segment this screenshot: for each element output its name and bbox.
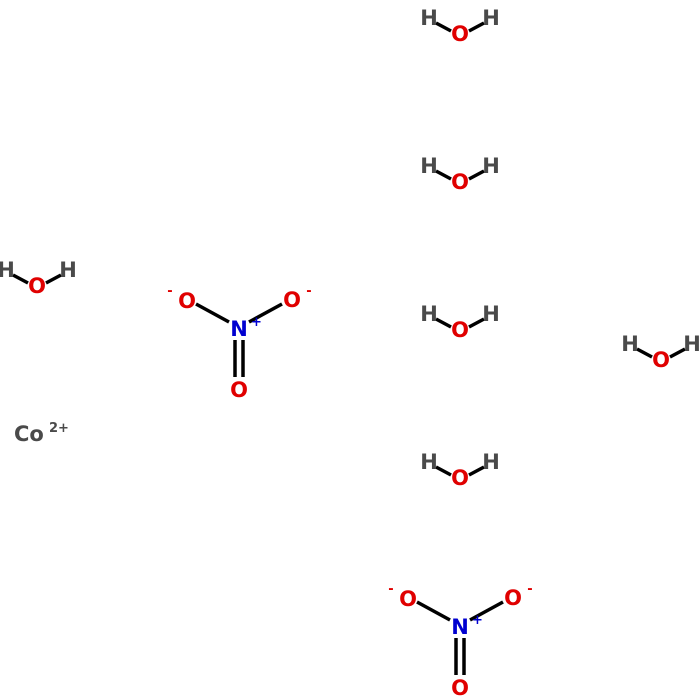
water-molecule: OH H — [420, 6, 500, 46]
cobalt-atom: Co — [14, 422, 44, 446]
water-molecule: OH H — [420, 450, 500, 490]
hydrogen-atom: H — [420, 154, 438, 178]
bond — [669, 347, 686, 359]
hydrogen-atom: H — [482, 154, 500, 178]
hydrogen-atom: H — [420, 450, 438, 474]
hydrogen-atom: H — [59, 258, 77, 282]
negative-charge: - — [167, 284, 172, 299]
cobalt-ion: Co 2+ — [14, 421, 69, 446]
bond — [468, 317, 485, 329]
nitrogen-atom: N — [451, 615, 469, 639]
nitrogen-atom: N — [230, 317, 248, 341]
negative-charge: - — [306, 284, 311, 299]
water-molecule: OH H — [420, 302, 500, 342]
hydrogen-atom: H — [621, 332, 639, 356]
bond — [435, 465, 452, 477]
oxygen-atom: O — [451, 170, 469, 194]
bond — [435, 169, 452, 181]
hydrogen-atom: H — [0, 258, 15, 282]
positive-charge: + — [251, 315, 262, 330]
bond — [468, 21, 485, 33]
nitrate-ion: N+O-O-O — [388, 582, 532, 700]
oxygen-atom: O — [178, 289, 196, 313]
positive-charge: + — [472, 613, 483, 628]
oxygen-atom: O — [451, 676, 469, 700]
oxygen-atom: O — [451, 466, 469, 490]
bond — [636, 347, 653, 359]
oxygen-atom: O — [399, 587, 417, 611]
nitrate-ion: N+O-O-O — [167, 284, 311, 402]
oxygen-atom: O — [652, 348, 670, 372]
oxygen-atom: O — [283, 288, 301, 312]
negative-charge: - — [388, 582, 393, 597]
hydrogen-atom: H — [482, 450, 500, 474]
bond — [469, 600, 504, 622]
bond — [435, 317, 452, 329]
bond — [416, 600, 451, 622]
oxygen-atom: O — [230, 378, 248, 402]
cobalt-charge: 2+ — [49, 421, 69, 436]
negative-charge: - — [527, 582, 532, 597]
bond — [435, 21, 452, 33]
hydrogen-atom: H — [420, 302, 438, 326]
oxygen-atom: O — [28, 274, 46, 298]
oxygen-atom: O — [504, 586, 522, 610]
hydrogen-atom: H — [683, 332, 700, 356]
water-molecule: OH H — [0, 258, 77, 298]
bond — [45, 273, 62, 285]
oxygen-atom: O — [451, 22, 469, 46]
water-molecule: OH H — [420, 154, 500, 194]
bond — [12, 273, 29, 285]
hydrogen-atom: H — [482, 302, 500, 326]
hydrogen-atom: H — [482, 6, 500, 30]
bond — [468, 465, 485, 477]
oxygen-atom: O — [451, 318, 469, 342]
water-molecule: OH H — [621, 332, 700, 372]
bond — [195, 302, 230, 324]
bond — [468, 169, 485, 181]
bond — [248, 302, 283, 324]
hydrogen-atom: H — [420, 6, 438, 30]
